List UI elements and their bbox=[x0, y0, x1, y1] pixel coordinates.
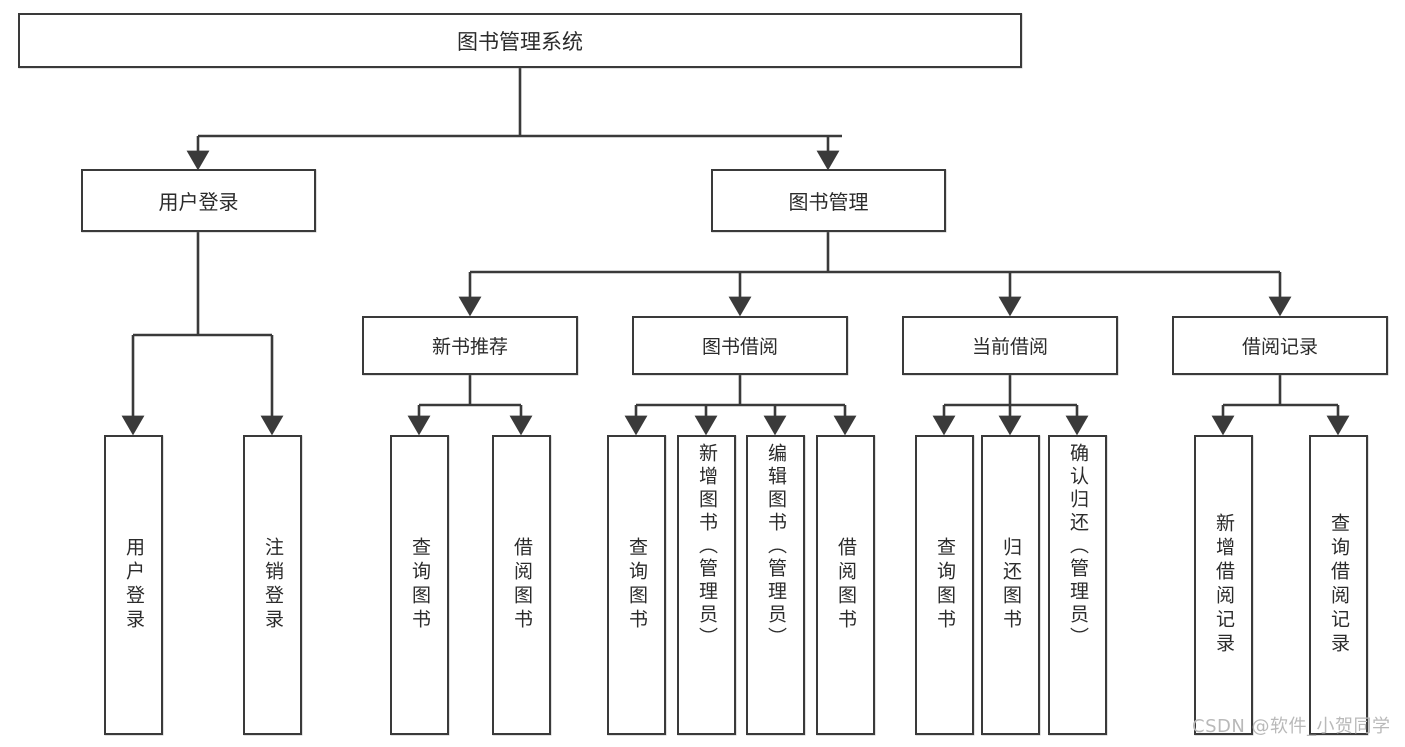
node-book-borrow[interactable]: 图书借阅 bbox=[632, 316, 848, 375]
leaf-user-login[interactable]: 用户登录 bbox=[104, 435, 163, 735]
node-label: 用户登录 bbox=[158, 190, 239, 214]
node-label: 确认归还（管理员） bbox=[1067, 443, 1089, 650]
node-borrow-record[interactable]: 借阅记录 bbox=[1172, 316, 1388, 375]
leaf-add-borrow-record[interactable]: 新增借阅记录 bbox=[1194, 435, 1253, 735]
leaf-logout[interactable]: 注销登录 bbox=[243, 435, 302, 735]
node-current-borrow[interactable]: 当前借阅 bbox=[902, 316, 1118, 375]
node-label: 图书管理 bbox=[788, 190, 869, 214]
node-root-system[interactable]: 图书管理系统 bbox=[18, 13, 1022, 68]
leaf-edit-book-admin[interactable]: 编辑图书（管理员） bbox=[746, 435, 805, 735]
leaf-query-book-current[interactable]: 查询图书 bbox=[915, 435, 974, 735]
node-label: 查询借阅记录 bbox=[1328, 513, 1350, 657]
node-label: 借阅记录 bbox=[1241, 336, 1318, 358]
node-label: 注销登录 bbox=[262, 537, 284, 633]
leaf-confirm-return-admin[interactable]: 确认归还（管理员） bbox=[1048, 435, 1107, 735]
node-label: 当前借阅 bbox=[971, 336, 1048, 358]
leaf-borrow-book[interactable]: 借阅图书 bbox=[816, 435, 875, 735]
leaf-query-book-borrow[interactable]: 查询图书 bbox=[607, 435, 666, 735]
node-label: 新增图书（管理员） bbox=[696, 443, 718, 650]
node-book-management[interactable]: 图书管理 bbox=[711, 169, 946, 232]
node-label: 新增借阅记录 bbox=[1213, 513, 1235, 657]
node-label: 查询图书 bbox=[409, 537, 431, 633]
node-label: 图书借阅 bbox=[701, 336, 778, 358]
node-label: 图书管理系统 bbox=[457, 29, 583, 54]
node-label: 编辑图书（管理员） bbox=[765, 443, 787, 650]
node-user-login[interactable]: 用户登录 bbox=[81, 169, 316, 232]
node-label: 查询图书 bbox=[934, 537, 956, 633]
node-label: 查询图书 bbox=[626, 537, 648, 633]
watermark: CSDN @软件_小贺同学 bbox=[1192, 716, 1391, 737]
node-label: 用户登录 bbox=[123, 537, 145, 633]
node-label: 归还图书 bbox=[1000, 537, 1022, 633]
leaf-return-book[interactable]: 归还图书 bbox=[981, 435, 1040, 735]
leaf-add-book-admin[interactable]: 新增图书（管理员） bbox=[677, 435, 736, 735]
leaf-borrow-book-recommend[interactable]: 借阅图书 bbox=[492, 435, 551, 735]
leaf-query-book-recommend[interactable]: 查询图书 bbox=[390, 435, 449, 735]
node-new-book-recommend[interactable]: 新书推荐 bbox=[362, 316, 578, 375]
node-label: 借阅图书 bbox=[835, 537, 857, 633]
leaf-query-borrow-record[interactable]: 查询借阅记录 bbox=[1309, 435, 1368, 735]
node-label: 借阅图书 bbox=[511, 537, 533, 633]
node-label: 新书推荐 bbox=[431, 336, 508, 358]
